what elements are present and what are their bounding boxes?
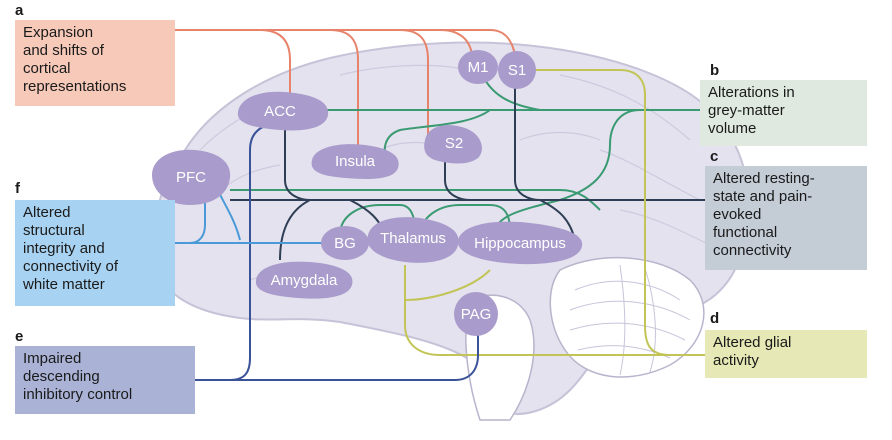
panel-letter-e: e (15, 328, 24, 345)
panel-a-line: Expansion (23, 24, 94, 41)
panel-f-line: connectivity of (23, 258, 119, 275)
panel-e-line: Impaired (23, 350, 82, 367)
panel-b-line: Alterations in (708, 84, 795, 101)
region-m1-blob (458, 50, 498, 84)
panel-a-line: representations (23, 78, 127, 95)
panel-c-line: state and pain- (713, 188, 813, 205)
region-acc-blob (237, 91, 329, 131)
region-s1-label: S1 (508, 62, 526, 79)
region-thalamus-label: Thalamus (380, 230, 446, 247)
region-s2-label: S2 (445, 135, 463, 152)
panel-e-line: inhibitory control (23, 386, 133, 403)
connection-lines-c (230, 80, 705, 261)
brain-silhouette (155, 41, 750, 421)
region-bg-label: BG (334, 235, 356, 252)
region-insula-label: Insula (335, 153, 376, 170)
panel-d-box: Altered glial activity (705, 330, 867, 378)
panel-d-line: activity (713, 352, 759, 369)
region-s2-blob (424, 125, 482, 164)
panel-e-box: Impaired descending inhibitory control (15, 346, 195, 414)
region-thalamus-blob (367, 217, 459, 263)
panel-b-box: Alterations in grey-matter volume (700, 80, 867, 146)
panel-c-line: functional (713, 224, 778, 241)
panel-b-line: volume (708, 120, 757, 137)
region-insula-blob (311, 144, 399, 179)
panel-c-line: connectivity (713, 242, 792, 259)
panel-d-line: Altered glial (713, 334, 792, 351)
connection-lines-d (404, 69, 705, 356)
panel-c-line: evoked (713, 206, 762, 223)
region-hippocampus-blob (457, 221, 583, 265)
panel-c-box: Altered resting- state and pain- evoked … (705, 166, 867, 270)
panel-letter-f: f (15, 180, 20, 197)
panel-f-line: structural (23, 222, 85, 239)
panel-b-line: grey-matter (708, 102, 785, 119)
panel-a-line: and shifts of (23, 42, 104, 59)
panel-f-line: white matter (23, 276, 105, 293)
region-pag-blob (454, 292, 498, 336)
panel-letter-a: a (15, 2, 24, 19)
region-s1-blob (498, 51, 536, 89)
region-amygdala-blob (255, 261, 353, 299)
panel-letter-c: c (710, 148, 719, 165)
panel-f-line: Altered (23, 204, 71, 221)
region-bg-blob (321, 226, 369, 260)
panel-a-box: Expansion and shifts of cortical represe… (15, 20, 175, 106)
region-pfc-label: PFC (176, 169, 206, 186)
panel-letter-b: b (710, 62, 720, 79)
region-m1-label: M1 (468, 59, 489, 76)
panel-letter-d: d (710, 310, 720, 327)
connection-lines-a (175, 29, 516, 150)
region-hippocampus-label: Hippocampus (474, 235, 566, 252)
region-acc-label: ACC (264, 103, 296, 120)
panel-c-line: Altered resting- (713, 170, 815, 187)
region-pag-label: PAG (461, 306, 492, 323)
region-amygdala-label: Amygdala (271, 272, 338, 289)
panel-a-line: cortical (23, 60, 71, 77)
panel-f-box: Altered structural integrity and connect… (15, 200, 175, 306)
region-pfc-blob (152, 149, 231, 205)
panel-e-line: descending (23, 368, 100, 385)
region-labels: M1 S1 ACC S2 Insula PFC BG Thalamus Hipp… (176, 59, 566, 323)
connection-lines-e (195, 124, 479, 381)
brain-regions (152, 50, 583, 336)
panel-f-line: integrity and (23, 240, 105, 257)
